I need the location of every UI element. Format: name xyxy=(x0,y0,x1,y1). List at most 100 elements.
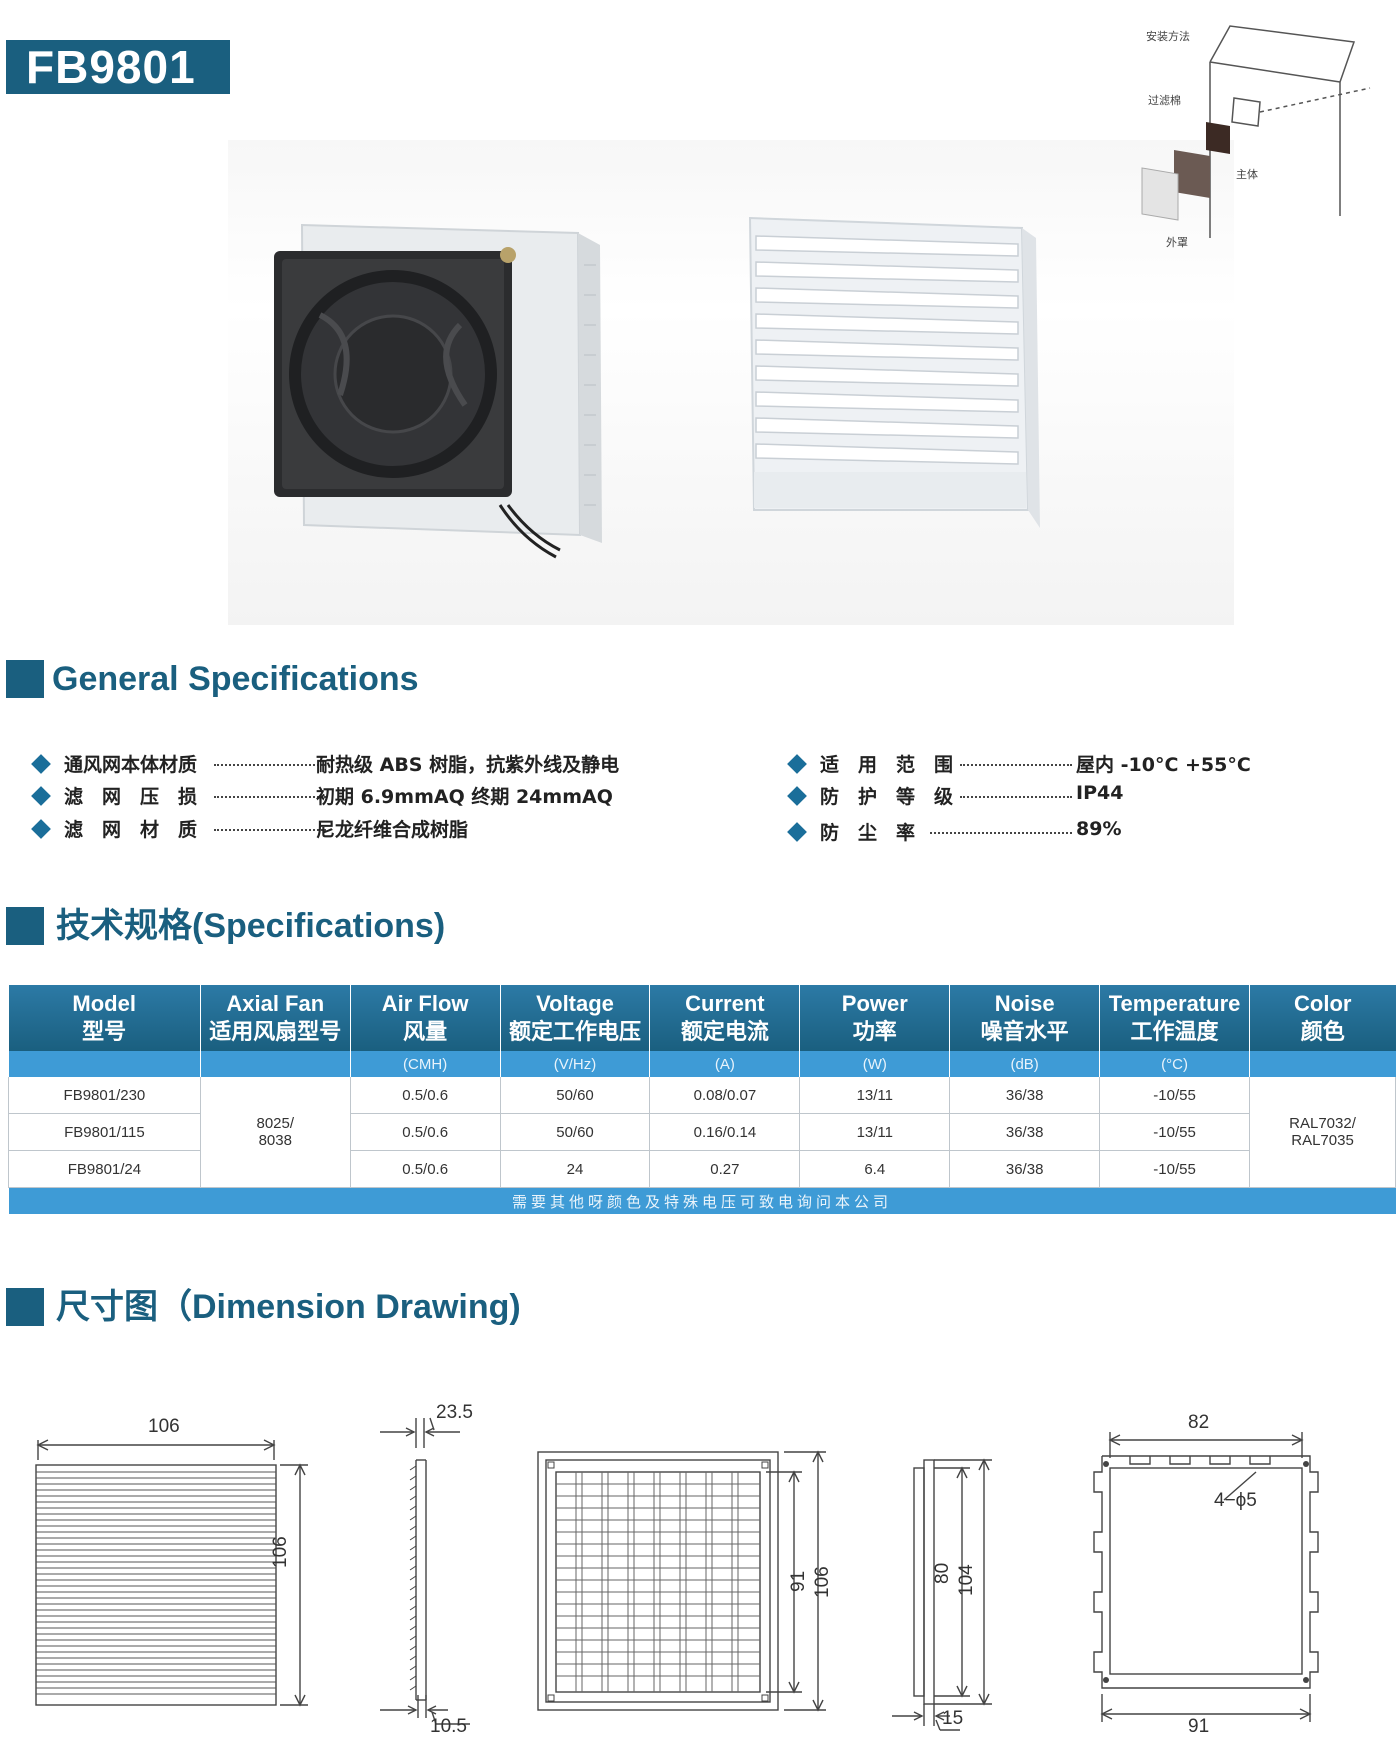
dot-leader xyxy=(214,764,326,766)
temp-cell: -10/55 xyxy=(1099,1077,1251,1114)
spec-value: 89% xyxy=(1076,818,1122,840)
general-spec-row: 适 用 范 围 屋内 -10°C +55°C xyxy=(787,750,1310,780)
unit-cell: (°C) xyxy=(1099,1051,1251,1077)
airflow-cell: 0.5/0.6 xyxy=(350,1150,501,1188)
dim-depth-10-5: 10.5 xyxy=(430,1716,467,1737)
unit-cell: (W) xyxy=(799,1051,951,1077)
general-spec-row: 滤 网 材 质 尼龙纤维合成树脂 xyxy=(31,815,674,845)
dot-leader xyxy=(930,832,1072,834)
spec-label: 滤 网 材 质 xyxy=(64,819,198,841)
noise-cell: 36/38 xyxy=(949,1077,1101,1114)
drawing-side-view xyxy=(380,1417,470,1725)
current-cell: 0.27 xyxy=(649,1150,801,1188)
dot-leader xyxy=(214,829,326,831)
table-row: FB9801/230 8025/8038 0.5/0.6 50/60 0.08/… xyxy=(8,1077,1396,1188)
unit-cell: (dB) xyxy=(949,1051,1101,1077)
spec-label: 通风网本体材质 xyxy=(64,754,198,776)
dim-height-106: 106 xyxy=(270,1536,291,1568)
color-cell: RAL7032/RAL7035 xyxy=(1249,1077,1396,1188)
outer-cover-label: 外罩 xyxy=(1166,236,1188,249)
power-cell: 6.4 xyxy=(799,1150,951,1188)
dim-holes-4-phi5: 4−ϕ5 xyxy=(1214,1490,1257,1511)
diamond-bullet-icon xyxy=(787,786,807,806)
dot-leader xyxy=(214,796,326,798)
drawing-side-fan-view xyxy=(892,1458,992,1731)
unit-cell: (A) xyxy=(649,1051,801,1077)
table-row: FB9801/24 0.5/0.6 24 0.27 6.4 36/38 -10/… xyxy=(8,1150,1396,1188)
spec-label: 适 用 范 围 xyxy=(820,754,954,776)
table-row: FB9801/115 0.5/0.6 50/60 0.16/0.14 13/11… xyxy=(8,1113,1396,1151)
general-spec-row: 通风网本体材质 耐热级 ABS 树脂，抗紫外线及静电 xyxy=(31,750,674,780)
drawing-front-view xyxy=(35,1439,308,1707)
install-diagram xyxy=(1141,25,1371,238)
dot-leader xyxy=(960,796,1072,798)
diamond-bullet-icon xyxy=(31,754,51,774)
section-title: 技术规格(Specifications) xyxy=(56,907,446,945)
voltage-cell: 50/60 xyxy=(500,1077,651,1114)
grille-cover-photo xyxy=(748,216,1040,528)
section-title: 尺寸图（Dimension Drawing) xyxy=(56,1288,521,1326)
dim-inner-91: 91 xyxy=(788,1570,809,1592)
table-note-row: 需要其他呀颜色及特殊电压可致电询问本公司 xyxy=(8,1187,1396,1214)
dot-leader xyxy=(960,764,1072,766)
model-cell: FB9801/115 xyxy=(8,1113,201,1151)
dim-inner-80: 80 xyxy=(932,1562,953,1584)
section-marker xyxy=(6,907,44,945)
dim-width-106: 106 xyxy=(148,1416,180,1437)
spec-label: 防 尘 率 xyxy=(820,822,916,844)
axial-fan-cell: 8025/8038 xyxy=(200,1077,351,1188)
general-spec-row: 防 护 等 级 IP44 xyxy=(787,782,1310,812)
general-spec-row: 防 尘 率 89% xyxy=(787,818,1310,848)
dim-cutout-91: 91 xyxy=(1188,1716,1210,1737)
model-title: FB9801 xyxy=(6,40,230,94)
diamond-bullet-icon xyxy=(31,819,51,839)
spec-value: 屋内 -10°C +55°C xyxy=(1076,754,1251,776)
table-unit-row: (CMH) (V/Hz) (A) (W) (dB) (°C) xyxy=(8,1051,1396,1077)
spec-value: 耐热级 ABS 树脂，抗紫外线及静电 xyxy=(316,754,620,776)
diamond-bullet-icon xyxy=(787,822,807,842)
filter-cotton-label: 过滤棉 xyxy=(1148,94,1181,107)
airflow-cell: 0.5/0.6 xyxy=(350,1077,501,1114)
noise-cell: 36/38 xyxy=(949,1150,1101,1188)
spec-label: 防 护 等 级 xyxy=(820,786,954,808)
dim-depth-15: 15 xyxy=(942,1708,964,1729)
model-cell: FB9801/230 xyxy=(8,1077,201,1114)
current-cell: 0.16/0.14 xyxy=(649,1113,801,1151)
unit-cell xyxy=(8,1051,201,1077)
dim-cutout-82: 82 xyxy=(1188,1412,1210,1433)
spec-value: IP44 xyxy=(1076,782,1124,804)
table-note: 需要其他呀颜色及特殊电压可致电询问本公司 xyxy=(8,1187,1396,1214)
section-title: General Specifications xyxy=(52,660,419,698)
spec-value: 尼龙纤维合成树脂 xyxy=(316,819,469,841)
general-spec-row: 滤 网 压 损 初期 6.9mmAQ 终期 24mmAQ xyxy=(31,782,674,812)
unit-cell xyxy=(1249,1051,1396,1077)
noise-cell: 36/38 xyxy=(949,1113,1101,1151)
main-body-label: 主体 xyxy=(1236,168,1258,181)
dim-depth-23-5: 23.5 xyxy=(436,1402,473,1423)
unit-cell xyxy=(200,1051,351,1077)
voltage-cell: 24 xyxy=(500,1150,651,1188)
unit-cell: (V/Hz) xyxy=(500,1051,651,1077)
unit-cell: (CMH) xyxy=(350,1051,501,1077)
power-cell: 13/11 xyxy=(799,1077,951,1114)
install-method-label: 安装方法 xyxy=(1146,30,1190,43)
power-cell: 13/11 xyxy=(799,1113,951,1151)
voltage-cell: 50/60 xyxy=(500,1113,651,1151)
model-cell: FB9801/24 xyxy=(8,1150,201,1188)
drawing-filter-grid xyxy=(537,1450,826,1712)
dim-outer-104: 104 xyxy=(956,1564,977,1596)
spec-value: 初期 6.9mmAQ 终期 24mmAQ xyxy=(316,786,613,808)
section-marker xyxy=(6,1288,44,1326)
current-cell: 0.08/0.07 xyxy=(649,1077,801,1114)
